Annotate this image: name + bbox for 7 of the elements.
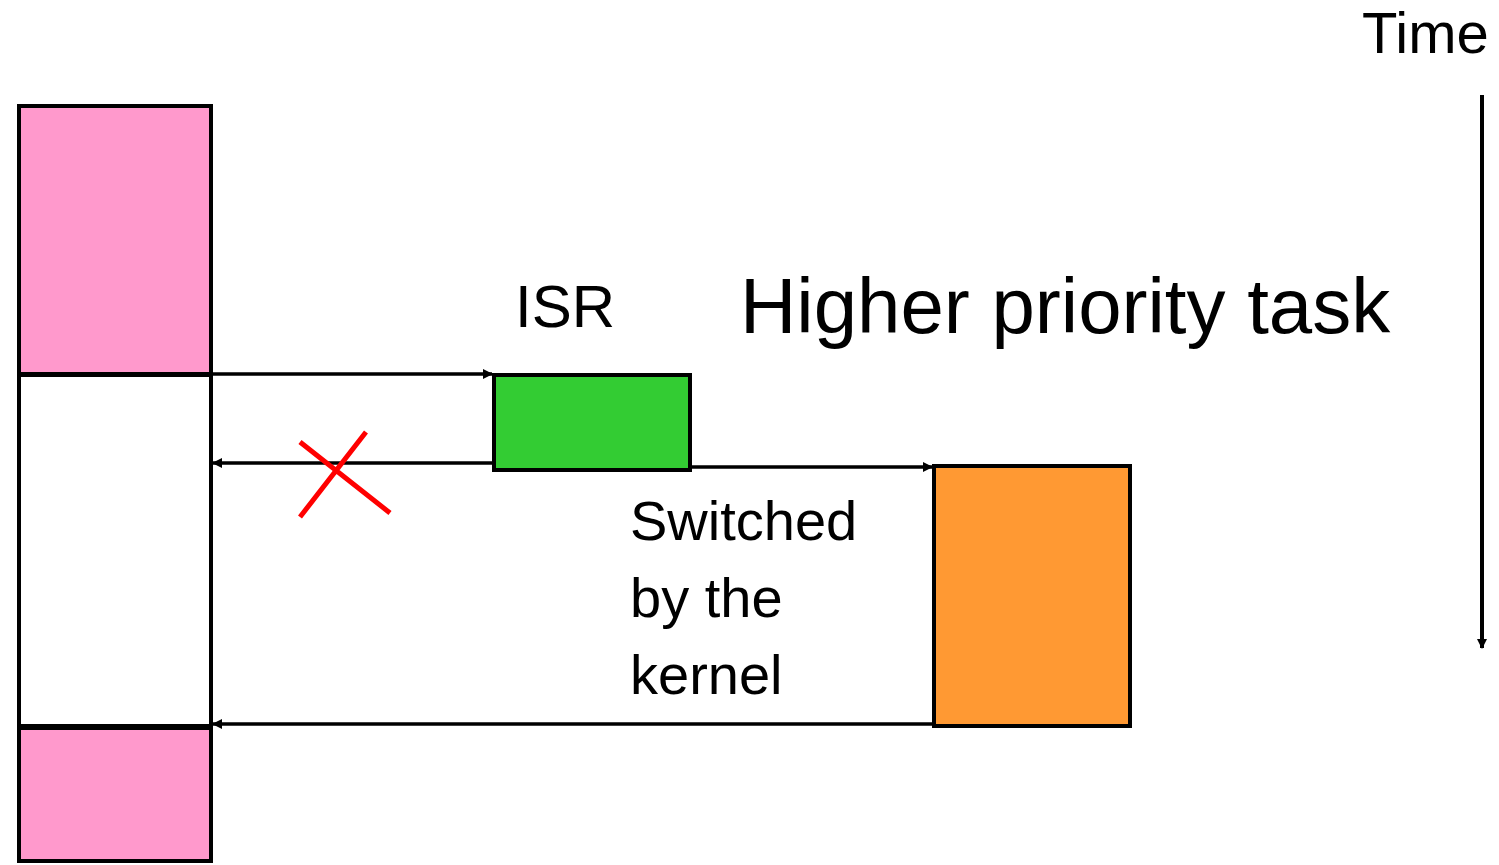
- arrow: [212, 719, 932, 729]
- axis-label: Time: [1362, 0, 1489, 67]
- arrow: [213, 369, 493, 379]
- arrow: [692, 462, 933, 472]
- task-heading: Higher priority task: [740, 262, 1391, 352]
- isr-label: ISR: [515, 272, 616, 341]
- arrow: [212, 458, 492, 468]
